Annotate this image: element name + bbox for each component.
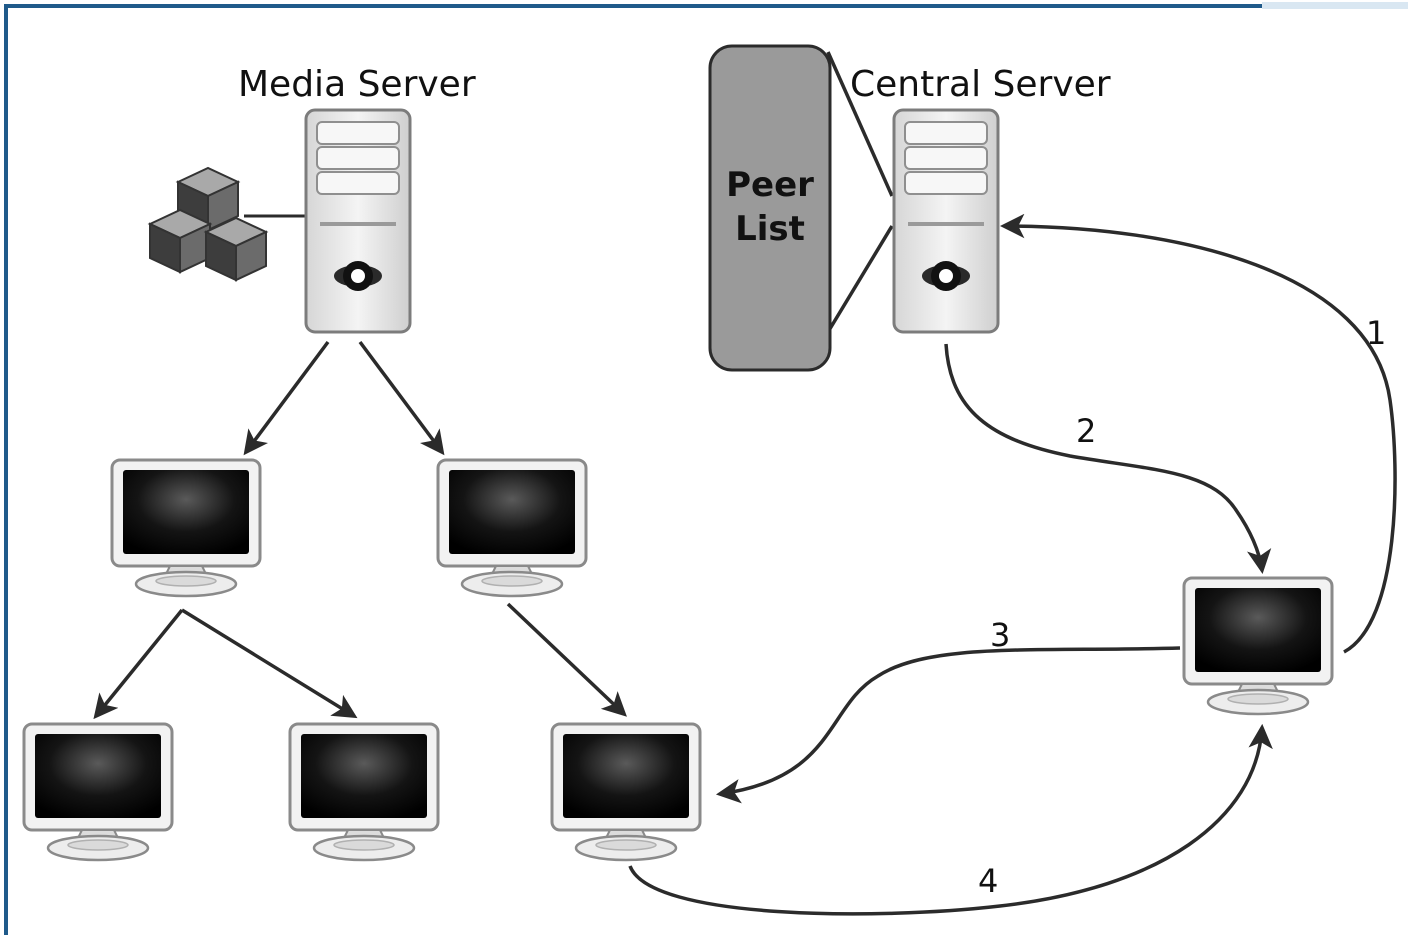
edge-peerlist-top [826,51,894,197]
central-server-icon [892,108,1000,334]
peer-list-label-line2: List [735,209,805,249]
monitor-icon [288,722,440,862]
cubes-icon [147,166,306,282]
step-label-2: 2 [1076,412,1096,450]
figure-frame [4,4,1408,935]
step-label-4: 4 [978,862,998,900]
corner-tab [1262,2,1408,9]
edge-left-client-to-bottom-left [93,608,184,720]
edge-media-to-right-client [358,340,445,456]
monitor-icon [110,458,262,598]
edge-media-to-left-client [243,340,330,456]
step-label-3: 3 [990,616,1010,654]
edges [93,51,1397,916]
peer-list-label-line1: Peer [726,165,814,205]
database-icon [708,44,832,372]
monitor-icon [22,722,174,862]
edge-step2-central-to-peer [944,343,1272,575]
step-label-1: 1 [1366,314,1386,352]
monitor-icon [1182,576,1334,716]
media-server-label: Media Server [238,64,476,105]
edge-left-client-to-bottom-middle [181,608,358,719]
edge-right-client-to-bottom-right [506,602,627,717]
central-server-label: Central Server [850,64,1111,105]
edge-step1-peer-to-central [999,213,1397,654]
edge-step4-client-to-peer [628,723,1273,916]
monitor-icon [550,722,702,862]
edge-step3-peer-to-client [715,646,1181,804]
media-server-icon [304,108,412,334]
monitor-icon [436,458,588,598]
edge-peerlist-bottom [826,225,894,333]
